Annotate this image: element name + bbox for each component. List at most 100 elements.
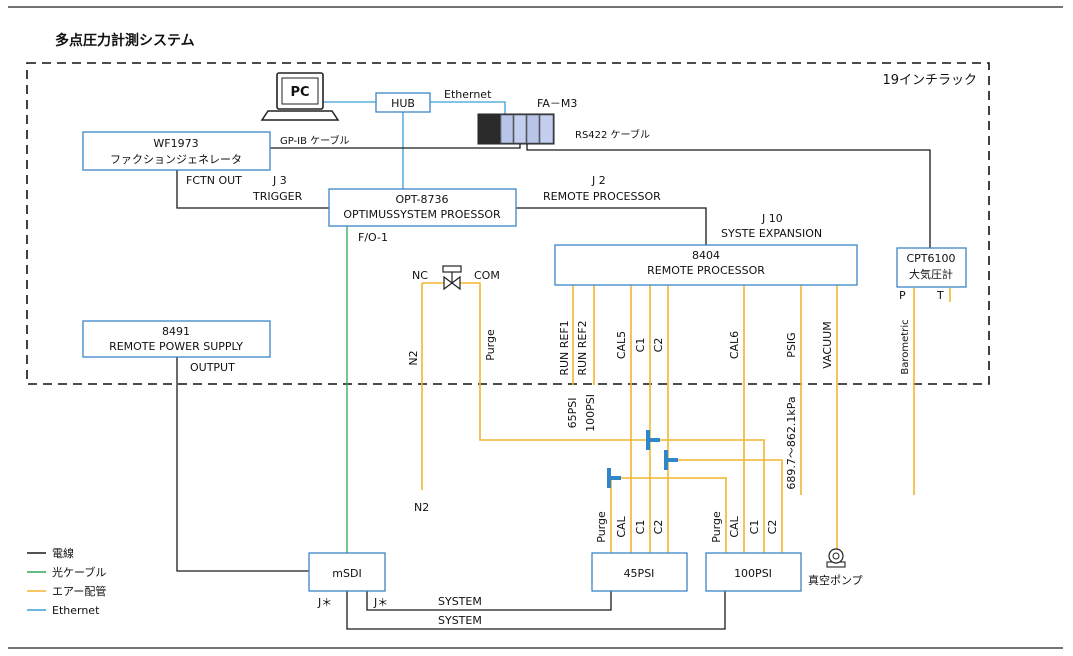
pc-icon: PC (260, 72, 340, 121)
output-label: OUTPUT (190, 361, 235, 374)
cpt6100-model: CPT6100 (906, 252, 955, 265)
vacuum-pump-icon (826, 548, 846, 568)
j-star-2-label: J＊ (373, 596, 388, 609)
wire-fctn (176, 170, 329, 209)
gpib-label: GP-IB ケーブル (280, 134, 350, 147)
cpt6100-box (896, 247, 967, 288)
legend-label-ethernet: Ethernet (52, 604, 100, 617)
rs422-label: RS422 ケーブル (575, 128, 650, 141)
msdi-box (308, 552, 386, 592)
electric-wires (176, 143, 931, 630)
wire-gpib (270, 143, 521, 149)
wf1973-model: WF1973 (153, 137, 198, 150)
wire-system-100 (346, 591, 726, 630)
pc-label: PC (290, 85, 309, 100)
fctn-out-label: FCTN OUT (186, 174, 242, 187)
trigger-label: TRIGGER (252, 190, 303, 203)
air-purge-top (460, 282, 648, 441)
legend-label-air: エアー配管 (52, 584, 106, 598)
p-port-label: P (899, 289, 906, 302)
psi45-label: 45PSI (624, 567, 655, 580)
eth-hub-fam3 (430, 101, 506, 115)
purge-top-label: Purge (484, 329, 497, 361)
remote-processor-model: 8404 (692, 249, 720, 262)
msdi-label: mSDI (332, 567, 361, 580)
psi45-box (591, 552, 688, 592)
remote-processor-8404-box (554, 244, 858, 286)
rack-boundary (26, 62, 990, 385)
ethernet-wires (315, 101, 506, 189)
air-purge-100 (611, 477, 727, 553)
psi100-label: 100PSI (734, 567, 772, 580)
remote-processor-link-label: REMOTE PROCESSOR (543, 190, 661, 203)
opt8736-name: OPTIMUSSYSTEM PROESSOR (343, 208, 501, 221)
air-c2-100 (668, 459, 783, 553)
purge-100-label: Purge (710, 511, 723, 543)
pressure-range-label: 689.7～862.1kPa (785, 396, 798, 489)
valve-icon (442, 265, 462, 291)
legend-label-electric: 電線 (52, 546, 74, 560)
port-labels: N2 Purge RUN REF1 RUN REF2 CAL5 C1 C2 CA… (407, 319, 911, 542)
wire-system-45 (366, 591, 612, 611)
legend: 電線 光ケーブル エアー配管 Ethernet (27, 546, 106, 617)
cal5-label: CAL5 (615, 331, 628, 359)
opt8736-model: OPT-8736 (396, 193, 449, 206)
j2-label: J 2 (591, 174, 606, 187)
nc-label: NC (412, 269, 428, 282)
system-2-label: SYSTEM (438, 614, 482, 627)
power-supply-8491-box (82, 320, 271, 358)
wire-rs422 (526, 143, 931, 248)
cpt6100-name: 大気圧計 (909, 267, 953, 281)
c1-45-label: C1 (634, 520, 647, 535)
c2-100-label: C2 (766, 520, 779, 535)
com-label: COM (474, 269, 500, 282)
j3-label: J 3 (272, 174, 287, 187)
n2-top-label: N2 (407, 350, 420, 365)
wf1973-name: ファクションジェネレータ (110, 153, 242, 166)
fa-m3-unit (477, 113, 555, 145)
wire-j2 (516, 207, 707, 245)
cal6-label: CAL6 (728, 331, 741, 359)
air-c1-100 (650, 439, 765, 553)
hub-box (375, 92, 431, 113)
j10-label: J 10 (761, 212, 783, 225)
c1-top-label: C1 (634, 338, 647, 353)
psig-label: PSIG (785, 332, 798, 357)
run-ref1-label: RUN REF1 (558, 320, 571, 375)
power-supply-model: 8491 (162, 325, 190, 338)
fo1-label: F/O-1 (358, 231, 388, 244)
purge-45-label: Purge (595, 511, 608, 543)
diagram-title: 多点圧力計測システム (55, 32, 195, 49)
power-supply-name: REMOTE POWER SUPPLY (109, 340, 243, 353)
syste-expansion-label: SYSTE EXPANSION (721, 227, 822, 240)
tee-fitting (607, 476, 621, 480)
hub-label: HUB (391, 97, 415, 110)
legend-label-optical: 光ケーブル (52, 565, 106, 579)
c1-100-label: C1 (748, 520, 761, 535)
n2-bottom-label: N2 (414, 501, 429, 514)
psi100-port-label: 100PSI (584, 394, 597, 432)
j-star-1-label: J＊ (317, 596, 332, 609)
cal-100-label: CAL (728, 515, 741, 537)
vacuum-pump-label: 真空ポンプ (808, 573, 863, 587)
system-1-label: SYSTEM (438, 595, 482, 608)
remote-processor-name: REMOTE PROCESSOR (647, 264, 765, 277)
t-port-label: T (936, 289, 944, 302)
ethernet-label: Ethernet (444, 88, 492, 101)
psi65-port-label: 65PSI (566, 398, 579, 429)
tee-fittings (607, 430, 678, 488)
run-ref2-label: RUN REF2 (576, 320, 589, 375)
c2-top-label: C2 (652, 338, 665, 353)
tee-fitting (646, 438, 660, 442)
fa-m3-label: FA－M3 (537, 97, 577, 110)
rack-label: 19インチラック (882, 73, 977, 88)
opt8736-box (328, 188, 517, 227)
c2-45-label: C2 (652, 520, 665, 535)
wire-power (176, 357, 309, 572)
psi100-box (705, 552, 802, 592)
vacuum-label: VACUUM (821, 321, 834, 368)
cal-45-label: CAL (615, 515, 628, 537)
air-piping (421, 282, 951, 553)
tee-fitting (664, 458, 678, 462)
